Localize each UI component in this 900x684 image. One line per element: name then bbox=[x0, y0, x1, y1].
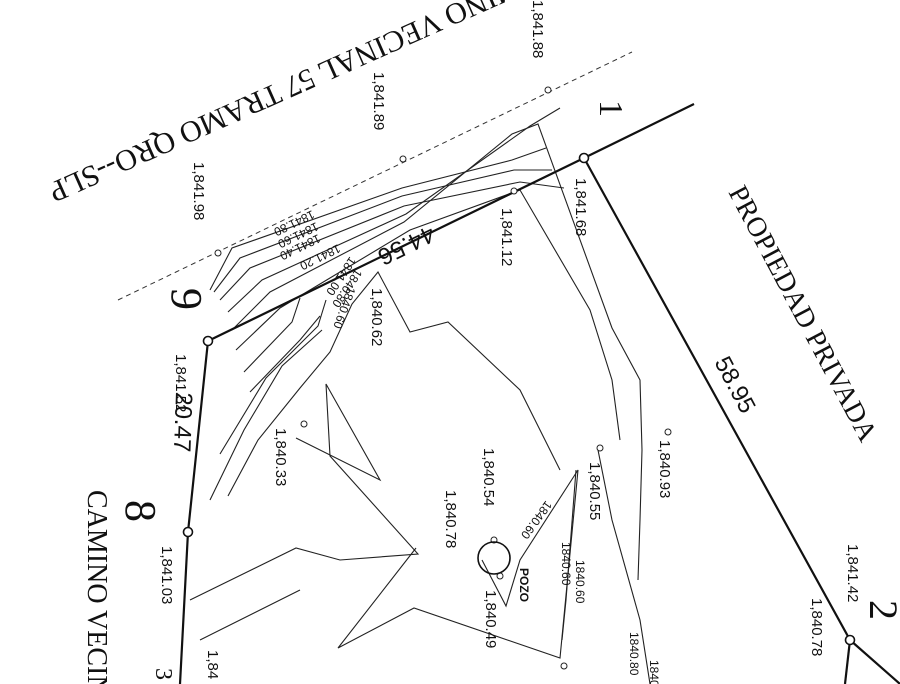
elevation-label: 1,840.78 bbox=[808, 598, 825, 656]
elevation-label: 1,840.62 bbox=[368, 288, 385, 346]
contour-label: 1840 bbox=[647, 660, 661, 684]
elevation-label: 1,840.33 bbox=[272, 428, 289, 486]
contour-label: 1840.60 bbox=[559, 542, 573, 586]
distance-label: 44.56 bbox=[373, 220, 439, 271]
neighbor-label-west: CAMINO VECIN bbox=[81, 490, 112, 684]
elevation-point bbox=[510, 187, 518, 195]
elevation-label: 1,841.88 bbox=[529, 0, 546, 58]
vertex-number-3: 3 bbox=[150, 668, 176, 680]
elevation-label: 1,841.68 bbox=[572, 178, 589, 236]
contour-line bbox=[209, 329, 323, 501]
vertex-marker bbox=[182, 526, 194, 538]
contour-label: 1840.60 bbox=[573, 560, 587, 604]
contour-line bbox=[213, 169, 552, 293]
contour-line bbox=[199, 589, 301, 641]
elevation-point bbox=[664, 428, 672, 436]
elevation-point bbox=[596, 444, 604, 452]
contour-line bbox=[227, 107, 561, 313]
elevation-label: 1,841.42 bbox=[844, 544, 861, 602]
elevation-point bbox=[300, 420, 308, 428]
elevation-label: 1,84 bbox=[204, 650, 221, 679]
elevation-label: 1,841.12 bbox=[498, 208, 515, 266]
elevation-label: 1,840.54 bbox=[480, 448, 497, 506]
vertex-marker bbox=[578, 152, 590, 164]
elevation-label: 1,840.78 bbox=[442, 490, 459, 548]
vertex-number-1: 1 bbox=[592, 100, 629, 117]
vertex-number-9: 9 bbox=[162, 288, 211, 310]
well-label: POZO bbox=[517, 568, 531, 602]
distance-label: 20.47 bbox=[168, 392, 197, 453]
distance-label: 58.95 bbox=[709, 352, 761, 418]
contour-line bbox=[227, 271, 561, 497]
contour-line bbox=[209, 147, 547, 291]
elevation-point bbox=[214, 249, 222, 257]
vertex-number-8: 8 bbox=[116, 500, 165, 522]
vertex-marker bbox=[844, 634, 856, 646]
elevation-point bbox=[544, 86, 552, 94]
elevation-point bbox=[560, 662, 568, 670]
elevation-label: 1,840.49 bbox=[482, 590, 499, 648]
property-boundary-line bbox=[178, 103, 695, 684]
elevation-label: 1,841.52 bbox=[172, 354, 189, 412]
property-boundary-line bbox=[843, 639, 852, 684]
contour-line bbox=[189, 383, 420, 601]
contour-line bbox=[219, 299, 327, 455]
elevation-label: 1,841.98 bbox=[190, 162, 207, 220]
contour-line bbox=[231, 123, 643, 581]
contour-label: 1840.80 bbox=[627, 632, 641, 676]
vertex-marker bbox=[202, 335, 214, 347]
contour-line bbox=[249, 315, 321, 393]
elevation-label: 1,841.89 bbox=[370, 72, 387, 130]
elevation-label: 1,840.55 bbox=[586, 462, 603, 520]
contour-line bbox=[243, 297, 301, 373]
contour-line bbox=[597, 449, 651, 684]
elevation-point bbox=[399, 155, 407, 163]
elevation-label: 1,841.03 bbox=[158, 546, 175, 604]
elevation-label: 1,840.93 bbox=[656, 440, 673, 498]
contour-line bbox=[561, 469, 577, 641]
vertex-number-2: 2 bbox=[861, 600, 900, 620]
contour-line bbox=[219, 181, 565, 301]
well-circle bbox=[477, 541, 511, 575]
road-label: CAMINO VECINAL 57 TRAMO QRO--SLP bbox=[44, 0, 564, 209]
